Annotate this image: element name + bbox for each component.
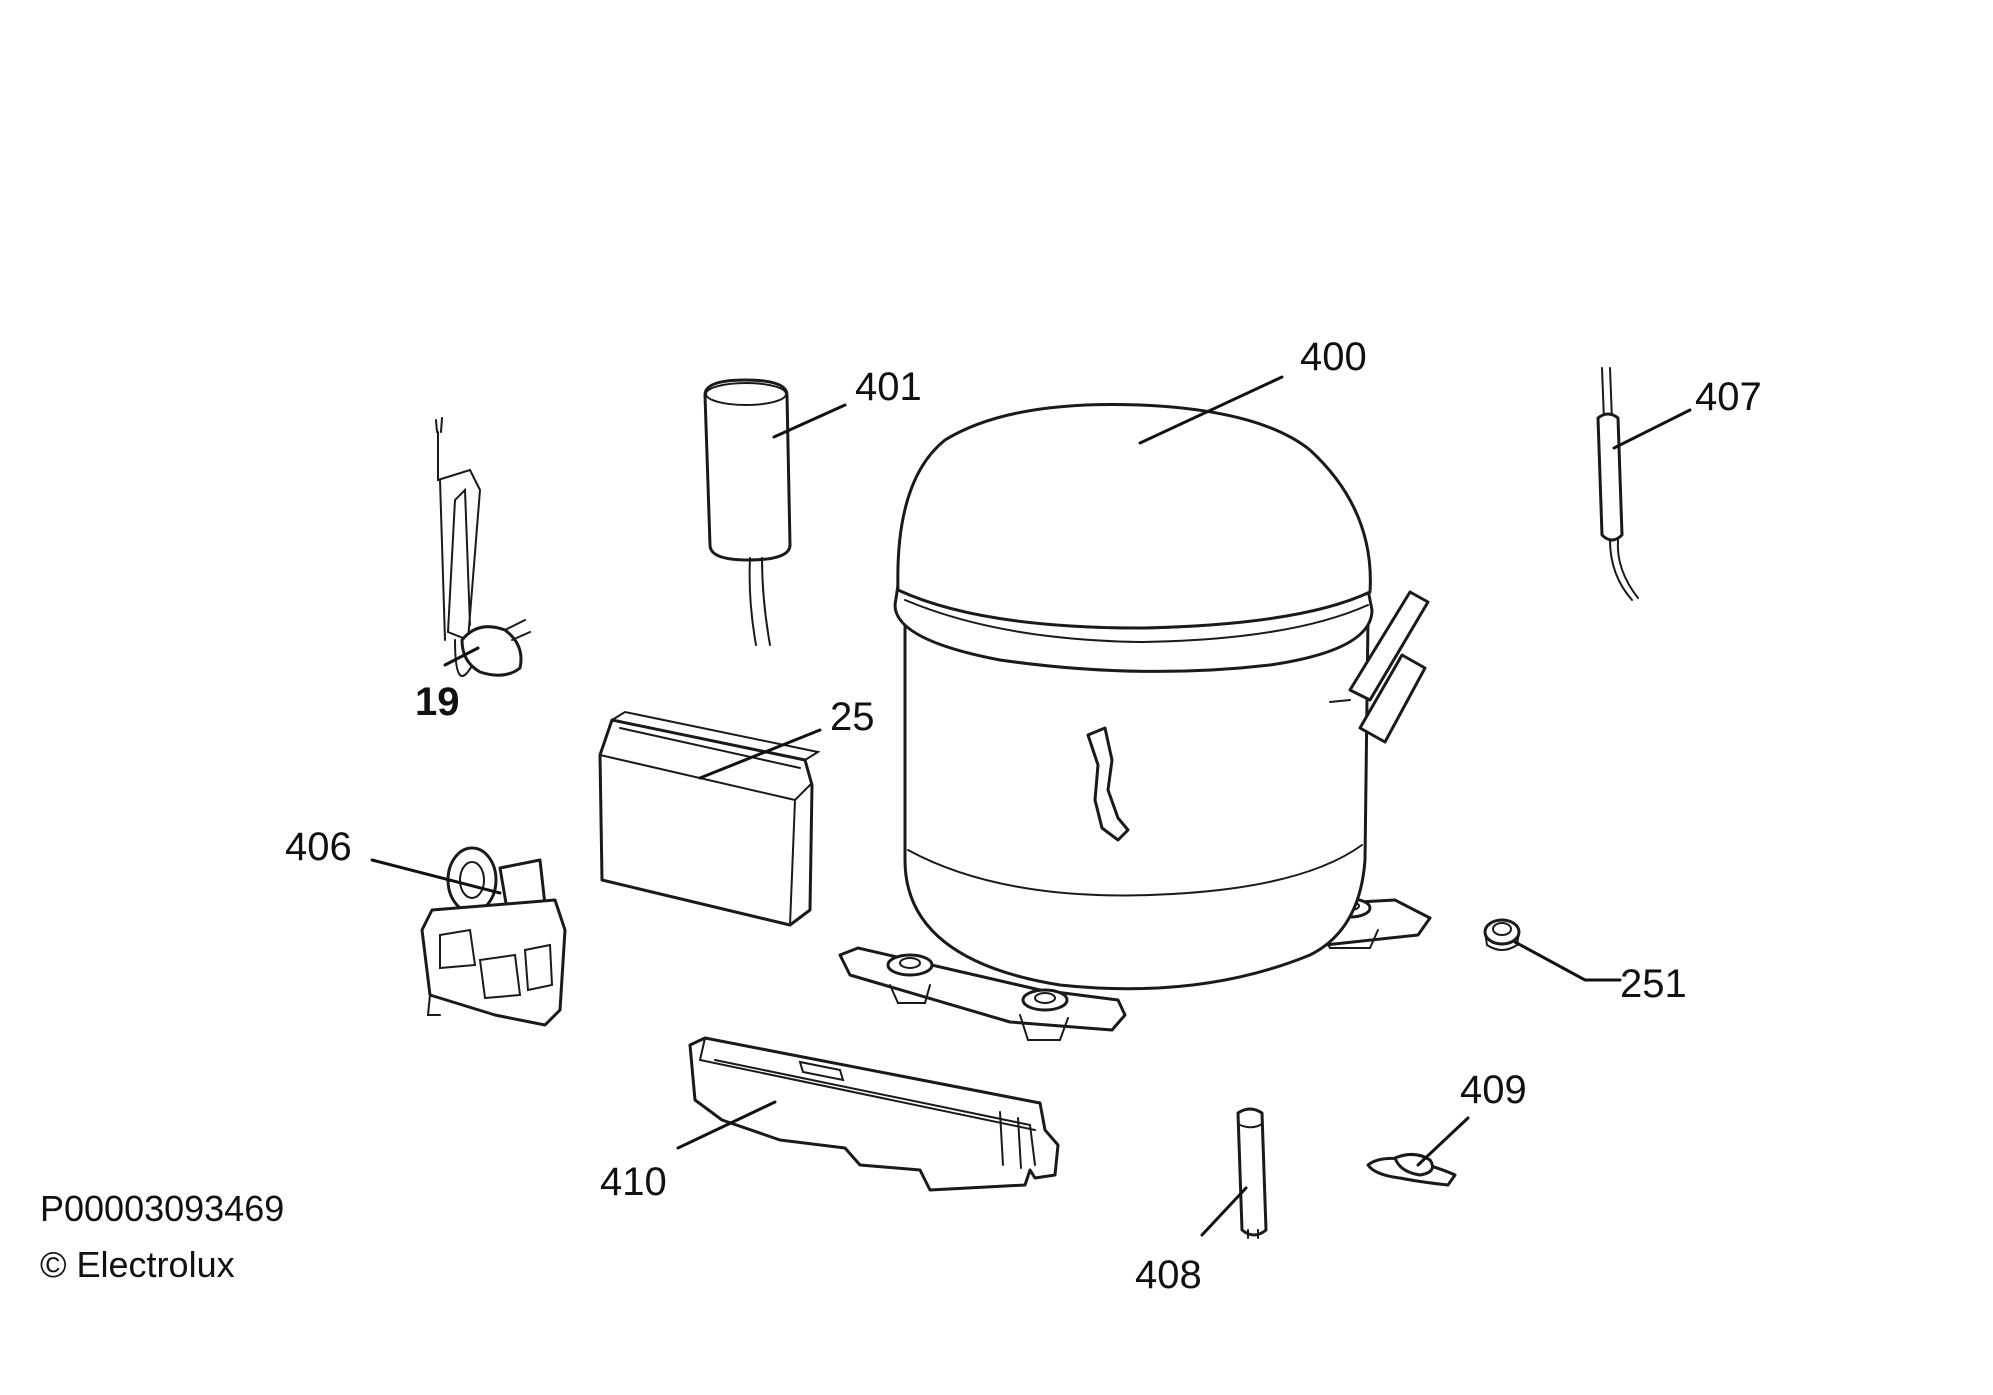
power-cord-icon <box>435 417 531 677</box>
callout-406: 406 <box>285 825 352 869</box>
leader-409 <box>1416 1116 1470 1167</box>
callout-251: 251 <box>1620 962 1687 1006</box>
bracket-icon <box>688 1036 1060 1192</box>
callout-408: 408 <box>1135 1253 1202 1297</box>
relay-icon <box>420 846 567 1027</box>
leader-251 <box>1513 940 1622 982</box>
clip-icon <box>1366 1153 1457 1187</box>
terminal-cover-icon <box>598 710 821 927</box>
callout-401: 401 <box>855 365 922 409</box>
leader-408 <box>1200 1186 1248 1237</box>
leader-407 <box>1612 408 1692 450</box>
grommet-icon <box>1483 918 1521 951</box>
callout-407: 407 <box>1695 375 1762 419</box>
part-number: P00003093469 <box>40 1188 285 1229</box>
callout-25: 25 <box>830 695 875 739</box>
callout-410: 410 <box>600 1160 667 1204</box>
leader-406 <box>370 858 502 895</box>
capacitor-icon <box>703 378 792 646</box>
compressor-icon <box>838 402 1432 1041</box>
leader-401 <box>772 403 847 439</box>
process-tube-icon <box>1236 1107 1268 1239</box>
copyright-notice: © Electrolux <box>40 1244 235 1285</box>
leader-400 <box>1138 375 1284 445</box>
leader-25 <box>698 728 822 780</box>
callout-409: 409 <box>1460 1068 1527 1112</box>
leader-19 <box>443 646 480 667</box>
filter-drier-icon <box>1596 367 1639 601</box>
callout-19: 19 <box>415 680 460 724</box>
leader-410 <box>676 1100 777 1150</box>
callout-400: 400 <box>1300 335 1367 379</box>
